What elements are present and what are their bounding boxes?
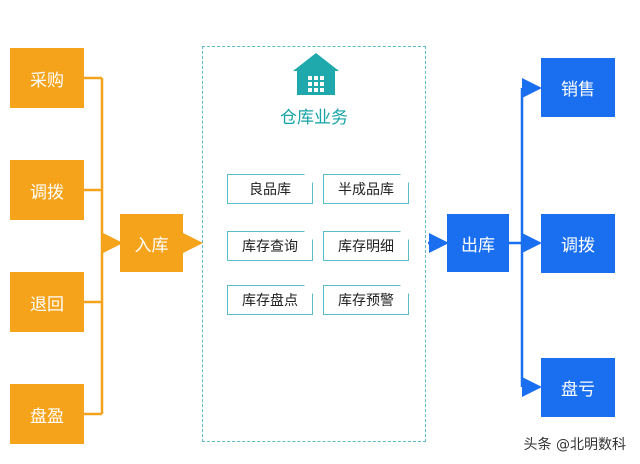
warehouse-title: 仓库业务 <box>280 108 348 128</box>
source-panying: 盘盈 <box>10 384 84 444</box>
fold-corner <box>304 231 313 240</box>
fold-corner <box>400 231 409 240</box>
warehouse-icon <box>293 53 339 95</box>
warehouse-item-label: 半成品库 <box>338 182 394 198</box>
warehouse-container: 仓库业务 良品库 半成品库 库存查询 库存明细 库存盘点 库存预警 <box>202 46 426 442</box>
target-diaobo: 调拨 <box>541 214 615 273</box>
target-pankui: 盘亏 <box>541 358 615 417</box>
inbound-label: 入库 <box>134 235 169 256</box>
outbound-connectors <box>428 78 542 397</box>
warehouse-item: 良品库 <box>227 174 313 204</box>
fold-corner <box>304 174 313 183</box>
warehouse-item-label: 库存盘点 <box>242 293 298 309</box>
target-label: 销售 <box>561 80 595 100</box>
source-label: 调拨 <box>30 182 64 203</box>
warehouse-item: 库存预警 <box>323 285 409 315</box>
warehouse-item-label: 库存预警 <box>338 293 394 309</box>
inbound-connectors <box>84 76 203 416</box>
source-caigou: 采购 <box>10 48 84 108</box>
target-label: 调拨 <box>561 236 595 256</box>
inbound-box: 入库 <box>120 214 183 272</box>
fold-corner <box>304 285 313 294</box>
warehouse-item-label: 库存明细 <box>338 239 394 255</box>
warehouse-item-label: 库存查询 <box>242 239 298 255</box>
source-diaobo: 调拨 <box>10 160 84 220</box>
target-label: 盘亏 <box>561 380 595 400</box>
target-xiaoshou: 销售 <box>541 58 615 117</box>
watermark: 头条 @北明数科 <box>523 437 626 453</box>
fold-corner <box>400 174 409 183</box>
source-label: 退回 <box>30 294 64 315</box>
fold-corner <box>400 285 409 294</box>
source-tuihui: 退回 <box>10 272 84 332</box>
warehouse-item: 库存查询 <box>227 231 313 261</box>
warehouse-item: 库存盘点 <box>227 285 313 315</box>
outbound-label: 出库 <box>461 235 495 256</box>
warehouse-item-label: 良品库 <box>249 182 291 198</box>
warehouse-item: 库存明细 <box>323 231 409 261</box>
warehouse-item: 半成品库 <box>323 174 409 204</box>
source-label: 盘盈 <box>30 406 64 427</box>
source-label: 采购 <box>30 70 64 91</box>
outbound-box: 出库 <box>447 214 509 272</box>
